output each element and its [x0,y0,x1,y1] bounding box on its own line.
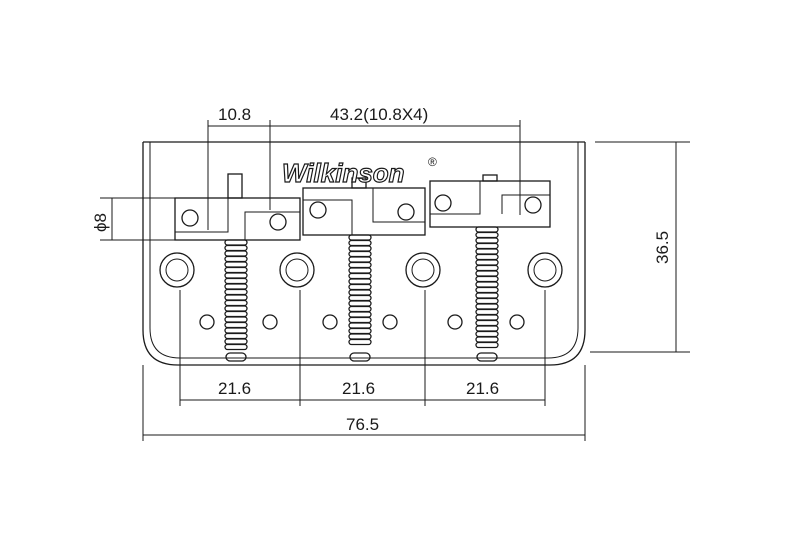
dim-string-spacing: 10.8 [218,105,251,124]
intonation-slot [225,352,247,362]
small-hole [262,314,278,330]
mounting-hole-inner [285,258,309,282]
spring [475,226,499,349]
top-dimension: 10.8 43.2(10.8X4) [207,105,521,230]
small-hole [509,314,525,330]
mounting-hole-inner [533,258,557,282]
wilkinson-logo: Wilkinson [282,158,405,188]
dim-saddle-diameter: ϕ8 [91,213,110,232]
mounting-holes [159,252,563,362]
dim-total-width: 76.5 [346,415,379,434]
mounting-hole [405,252,441,288]
saddle-diameter-dimension: ϕ8 [91,197,180,241]
saddle-springs [224,226,499,351]
small-hole [447,314,463,330]
mounting-hole-inner [411,258,435,282]
dim-hole-spacing-2: 21.6 [342,379,375,398]
dim-hole-spacing-1: 21.6 [218,379,251,398]
saddle-1 [174,173,301,241]
base-plate [142,141,586,366]
mounting-hole [159,252,195,288]
saddle-3 [429,174,551,228]
dim-total-spacing: 43.2(10.8X4) [330,105,428,124]
hole-spacing-dimension: 21.6 21.6 21.6 [179,290,546,406]
intonation-slot [349,352,371,362]
small-hole [322,314,338,330]
spring [348,234,372,346]
height-dimension: 36.5 [590,141,690,353]
small-hole [382,314,398,330]
mounting-hole [279,252,315,288]
mounting-hole [527,252,563,288]
dim-hole-spacing-3: 21.6 [466,379,499,398]
spring [224,239,248,351]
small-hole [199,314,215,330]
registered-mark: ® [428,155,437,169]
saddle-2 [302,177,426,236]
total-width-dimension: 76.5 [142,365,586,441]
intonation-slot [476,352,498,362]
mounting-hole-inner [165,258,189,282]
dim-height: 36.5 [653,231,672,264]
